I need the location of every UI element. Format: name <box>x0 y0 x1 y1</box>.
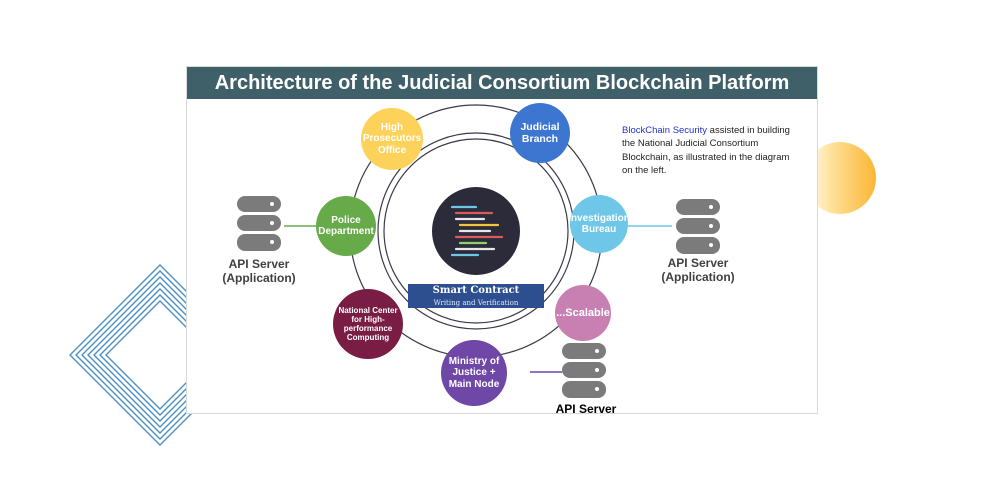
description-body: assisted in building the National Judici… <box>622 125 790 176</box>
database-icon <box>237 196 281 251</box>
chaincode-title: Smart Contract Chaincode <box>408 284 544 310</box>
page-title: Architecture of the Judicial Consortium … <box>187 67 817 99</box>
node-national-center: National Center for High-performance Com… <box>333 289 403 359</box>
node-police-department: Police Department <box>316 196 376 256</box>
node-investigation-bureau: Investigation Bureau <box>568 195 630 253</box>
bottom-api-server-label: API Server <box>555 402 617 416</box>
blockchain-security-link[interactable]: BlockChain Security <box>622 125 708 136</box>
chaincode-subtitle: Writing and Verification <box>408 298 544 308</box>
node-high-prosecutors-office: High Prosecutors Office <box>361 108 423 170</box>
left-api-server-label: API Server (Application) <box>222 257 296 286</box>
inner-ring <box>383 138 569 324</box>
node-ministry-of-justice: Ministry of Justice + Main Node <box>441 340 507 406</box>
code-icon <box>432 187 520 275</box>
node-judicial-branch: Judicial Branch <box>510 103 570 163</box>
description-text: BlockChain Security assisted in building… <box>622 124 802 177</box>
database-icon <box>562 343 606 398</box>
database-icon <box>676 199 720 254</box>
right-api-server-label: API Server (Application) <box>661 256 735 285</box>
node-scalable: ...Scalable <box>555 285 611 341</box>
